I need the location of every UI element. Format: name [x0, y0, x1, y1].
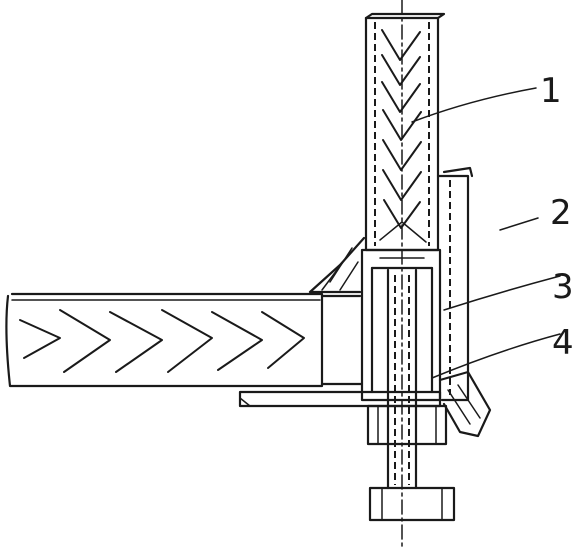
leader-3 [443, 275, 561, 311]
callout-labels: 1 2 3 4 [540, 71, 574, 363]
lower-nut [368, 486, 456, 522]
horizontal-plank [5, 292, 364, 388]
vertical-tube [364, 12, 446, 252]
weld-fillet [308, 236, 366, 294]
upper-nut [366, 404, 448, 446]
side-post [436, 166, 474, 402]
leader-1 [411, 87, 537, 123]
leader-lines [411, 87, 561, 379]
wing-screw [438, 370, 492, 438]
leader-4 [431, 333, 561, 379]
vertical-wood-insert [379, 29, 427, 243]
callout-label-4: 4 [552, 323, 574, 363]
callout-label-1: 1 [540, 71, 562, 111]
leader-2 [499, 217, 539, 231]
threaded-bolt [386, 268, 418, 490]
callout-label-3: 3 [552, 267, 574, 307]
bracket-housing [360, 248, 442, 402]
callout-label-2: 2 [550, 193, 572, 233]
